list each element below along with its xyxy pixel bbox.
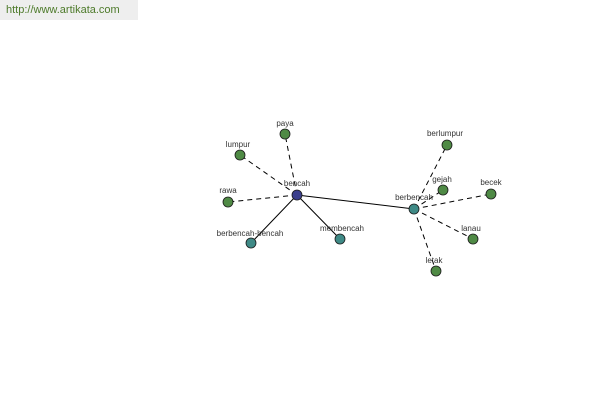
node-label-lumpur: lumpur bbox=[226, 140, 251, 149]
edge-berbencah-lanau bbox=[413, 208, 474, 240]
node-becek[interactable] bbox=[485, 188, 497, 200]
node-label-lanau: lanau bbox=[461, 224, 481, 233]
edge-berbencah-becek bbox=[413, 193, 492, 210]
graph-labels: paya lumpur rawa bencah berbencah-bencah… bbox=[217, 119, 503, 265]
node-label-membencah: membencah bbox=[320, 224, 364, 233]
node-label-becek: becek bbox=[480, 178, 502, 187]
edge-berbencah-letak bbox=[413, 208, 437, 272]
graph-nodes bbox=[222, 128, 497, 277]
site-url-link[interactable]: http://www.artikata.com bbox=[0, 0, 138, 20]
node-letak[interactable] bbox=[430, 265, 442, 277]
node-paya[interactable] bbox=[279, 128, 291, 140]
node-lanau[interactable] bbox=[467, 233, 479, 245]
node-rawa[interactable] bbox=[222, 196, 234, 208]
node-berlumpur[interactable] bbox=[441, 139, 453, 151]
node-label-berbencah-bencah: berbencah-bencah bbox=[217, 229, 284, 238]
node-label-letak: letak bbox=[426, 256, 444, 265]
edge-bencah-berbencah bbox=[296, 194, 415, 210]
node-berbencah-bencah[interactable] bbox=[245, 237, 257, 249]
node-label-rawa: rawa bbox=[219, 186, 237, 195]
node-lumpur[interactable] bbox=[234, 149, 246, 161]
edge-bencah-paya bbox=[284, 133, 298, 196]
edge-bencah-lumpur bbox=[239, 154, 298, 196]
edge-berbencah-gejah bbox=[413, 189, 444, 210]
node-membencah[interactable] bbox=[334, 233, 346, 245]
graph-edges bbox=[227, 133, 492, 272]
node-label-bencah: bencah bbox=[284, 179, 310, 188]
edge-bencah-membencah bbox=[296, 194, 341, 240]
node-berbencah[interactable] bbox=[408, 203, 420, 215]
node-label-berlumpur: berlumpur bbox=[427, 129, 463, 138]
edge-berbencah-berlumpur bbox=[413, 144, 448, 210]
node-label-paya: paya bbox=[276, 119, 294, 128]
edge-bencah-rawa bbox=[227, 194, 298, 203]
node-label-berbencah: berbencah bbox=[395, 193, 433, 202]
node-label-gejah: gejah bbox=[432, 175, 452, 184]
node-gejah[interactable] bbox=[437, 184, 449, 196]
edge-bencah-berbencah-bencah bbox=[250, 194, 298, 244]
node-bencah[interactable] bbox=[291, 189, 303, 201]
